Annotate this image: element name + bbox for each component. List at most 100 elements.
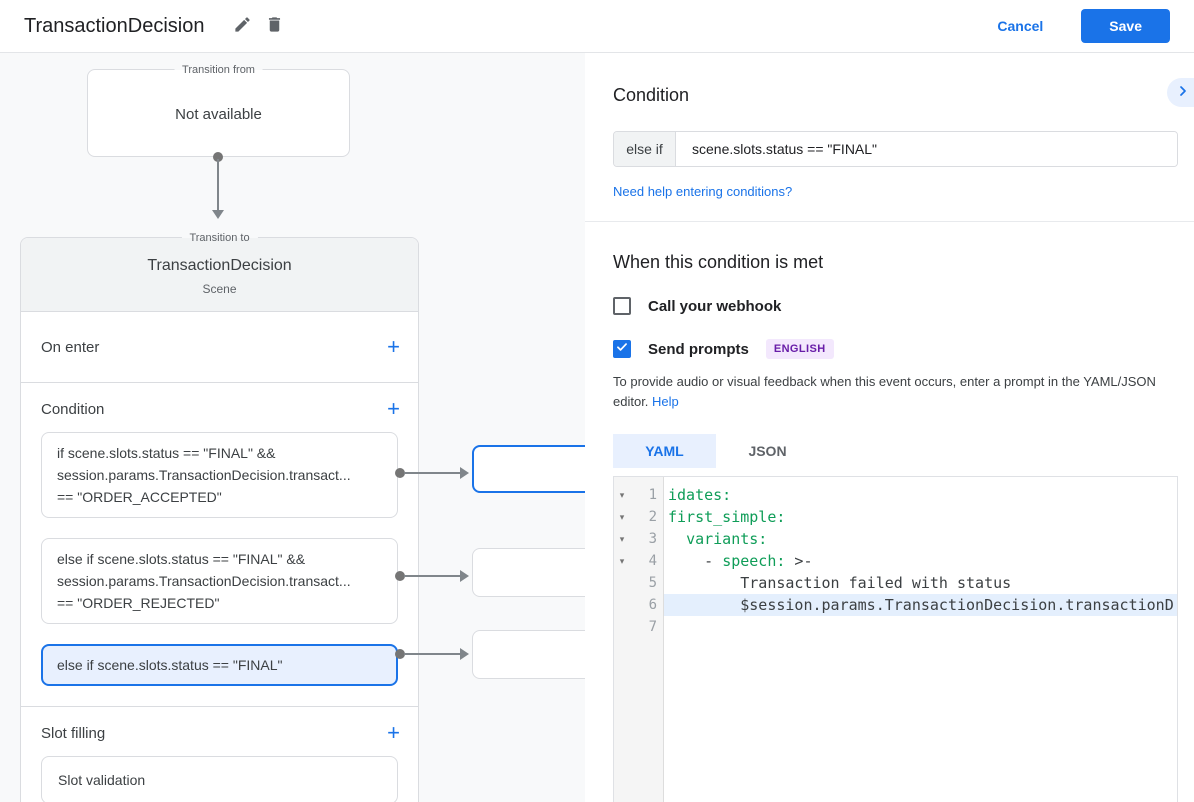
cancel-button[interactable]: Cancel — [997, 18, 1044, 34]
slot-validation-card[interactable]: Slot validation — [41, 756, 398, 802]
condition-card-order-accepted[interactable]: if scene.slots.status == "FINAL" && sess… — [41, 432, 398, 518]
condition2-target-box[interactable] — [472, 548, 585, 597]
condition-detail-panel: Condition else if Need help entering con… — [585, 53, 1194, 802]
help-link[interactable]: Help — [652, 394, 679, 409]
prompts-label: Send prompts — [648, 340, 749, 358]
condition-card-final-selected[interactable]: else if scene.slots.status == "FINAL" — [41, 644, 398, 686]
gutter-row: 6 — [614, 594, 663, 616]
main-area: Transition from Not available Transition… — [0, 53, 1194, 802]
helper-text-body: To provide audio or visual feedback when… — [613, 374, 1156, 409]
edit-scene-button[interactable] — [226, 10, 258, 42]
flow-connector-dot — [213, 152, 223, 162]
scene-name: TransactionDecision — [147, 257, 292, 274]
transition-from-legend: Transition from — [174, 62, 263, 78]
condition3-connector-line — [404, 653, 462, 655]
yaml-indent: - — [668, 552, 723, 570]
gutter-row: 7 — [614, 616, 663, 638]
yaml-key: idates: — [668, 486, 732, 504]
conditions-help-link[interactable]: Need help entering conditions? — [613, 184, 793, 199]
yaml-key: speech: — [722, 552, 786, 570]
pencil-icon — [233, 15, 252, 37]
webhook-checkbox-unchecked[interactable] — [613, 297, 631, 315]
prompts-checkbox-checked[interactable] — [613, 340, 631, 358]
add-slot-button[interactable]: + — [383, 722, 404, 744]
save-button[interactable]: Save — [1081, 9, 1170, 43]
flow-connector-arrowhead — [212, 210, 224, 219]
code-line: idates: — [664, 484, 1177, 506]
line-number: 7 — [648, 619, 657, 635]
editor-code-area[interactable]: idates: first_simple: variants: - speech… — [664, 477, 1177, 802]
send-prompts-option[interactable]: Send prompts ENGLISH — [613, 339, 1178, 359]
prompt-helper-text: To provide audio or visual feedback when… — [613, 372, 1178, 412]
tab-json[interactable]: JSON — [716, 434, 819, 468]
add-condition-button[interactable]: + — [383, 398, 404, 420]
section-condition: Condition + if scene.slots.status == "FI… — [21, 382, 418, 686]
language-badge: ENGLISH — [765, 339, 834, 359]
fold-arrow-icon[interactable]: ▾ — [619, 555, 625, 566]
gutter-row: ▾3 — [614, 528, 663, 550]
line-number: 3 — [648, 531, 657, 547]
code-line-highlighted: $session.params.TransactionDecision.tran… — [664, 594, 1177, 616]
condition-expression-field: else if — [613, 131, 1178, 167]
panel-title: Condition — [613, 85, 690, 105]
section-on-enter: On enter + — [21, 311, 418, 382]
yaml-code-editor[interactable]: ▾1 ▾2 ▾3 ▾4 5 6 7 idates: first_simple: … — [613, 476, 1178, 802]
condition3-connector-dot — [395, 649, 405, 659]
scene-type-label: Scene — [202, 282, 237, 296]
webhook-label: Call your webhook — [648, 297, 782, 315]
transition-from-box: Transition from Not available — [87, 62, 350, 157]
yaml-text: Transaction failed with status — [668, 574, 1012, 592]
delete-scene-button[interactable] — [258, 10, 290, 42]
fold-arrow-icon[interactable]: ▾ — [619, 533, 625, 544]
line-number: 6 — [648, 597, 657, 613]
condition1-arrowhead — [460, 467, 469, 479]
condition-text-line: if scene.slots.status == "FINAL" && — [57, 445, 276, 461]
condition2-arrowhead — [460, 570, 469, 582]
when-met-title: When this condition is met — [613, 252, 824, 272]
tab-yaml[interactable]: YAML — [613, 434, 716, 468]
editor-gutter: ▾1 ▾2 ▾3 ▾4 5 6 7 — [614, 477, 664, 802]
condition-text-line: == "ORDER_ACCEPTED" — [57, 489, 222, 505]
fold-arrow-icon[interactable]: ▾ — [619, 489, 625, 500]
condition3-target-box[interactable] — [472, 630, 585, 679]
transition-to-box: Transition to TransactionDecision Scene … — [20, 230, 419, 802]
code-line: Transaction failed with status — [664, 572, 1177, 594]
condition-section-header: Condition + — [21, 383, 418, 430]
gutter-row: 5 — [614, 572, 663, 594]
condition1-connector-line — [404, 472, 462, 474]
trash-icon — [265, 15, 284, 37]
when-condition-met-section: When this condition is met Call your web… — [585, 252, 1194, 802]
yaml-key: first_simple: — [668, 508, 786, 526]
code-line — [664, 616, 1177, 638]
chevron-right-icon — [1175, 83, 1191, 102]
checkmark-icon — [615, 340, 629, 359]
condition-prefix-label: else if — [614, 132, 676, 166]
condition1-connector-dot — [395, 468, 405, 478]
code-line: - speech: >- — [664, 550, 1177, 572]
flow-connector-line — [217, 159, 219, 211]
condition-text-line: else if scene.slots.status == "FINAL" && — [57, 551, 306, 567]
condition-text-line: else if scene.slots.status == "FINAL" — [57, 657, 283, 673]
call-webhook-option[interactable]: Call your webhook — [613, 297, 1178, 315]
gutter-row: ▾4 — [614, 550, 663, 572]
add-on-enter-button[interactable]: + — [383, 336, 404, 358]
condition-text-line: session.params.TransactionDecision.trans… — [57, 573, 351, 589]
on-enter-label: On enter — [41, 338, 100, 356]
yaml-text: $session.params.TransactionDecision.tran… — [668, 596, 1174, 614]
yaml-key: variants: — [686, 530, 768, 548]
condition-text-line: session.params.TransactionDecision.trans… — [57, 467, 351, 483]
collapse-panel-button[interactable] — [1167, 78, 1194, 107]
slot-filling-section-header: Slot filling + — [21, 707, 418, 754]
condition-card-order-rejected[interactable]: else if scene.slots.status == "FINAL" &&… — [41, 538, 398, 624]
fold-arrow-icon[interactable]: ▾ — [619, 511, 625, 522]
condition2-connector-dot — [395, 571, 405, 581]
page-title: TransactionDecision — [24, 14, 205, 37]
gutter-row: ▾1 — [614, 484, 663, 506]
yaml-indent — [668, 530, 686, 548]
condition1-target-box[interactable] — [472, 445, 585, 493]
condition-expression-input[interactable] — [676, 132, 1177, 166]
scene-card-header[interactable]: TransactionDecision Scene — [21, 238, 418, 311]
condition3-arrowhead — [460, 648, 469, 660]
condition-label: Condition — [41, 400, 105, 418]
